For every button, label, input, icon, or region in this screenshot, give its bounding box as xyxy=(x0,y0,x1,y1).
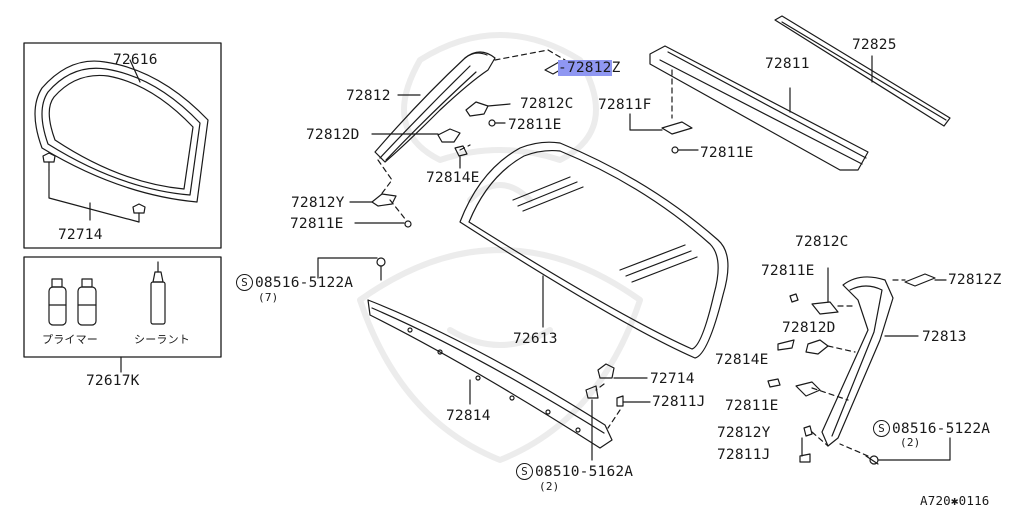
kit-box-sealant xyxy=(23,256,222,358)
kit-sealant-label: シーラント xyxy=(134,333,190,346)
bolt-symbol-icon: S xyxy=(516,463,533,480)
part-label-p72811F[interactable]: 72811F xyxy=(598,97,652,113)
part-label-p72812Y_a[interactable]: 72812Y xyxy=(291,195,345,211)
primer-bottles-icon xyxy=(48,278,97,326)
highlighted-part-label[interactable]: -72812Z xyxy=(558,60,621,76)
highlight-suffix: Z xyxy=(611,60,621,76)
part-label-p72813[interactable]: 72813 xyxy=(922,329,967,345)
pillar-moulding-72813 xyxy=(821,276,919,447)
diagram-reference-code: A720✱0116 xyxy=(920,493,990,508)
kit-box-windshield xyxy=(23,42,222,249)
part-label-p72812[interactable]: 72812 xyxy=(346,88,391,104)
dashed-guides-lower xyxy=(595,383,621,429)
part-label-p72812Z_r[interactable]: 72812Z xyxy=(948,272,1002,288)
part-label-p72812C_r[interactable]: 72812C xyxy=(795,234,849,250)
part-label-p72811E_d[interactable]: 72811E xyxy=(761,263,815,279)
clip-72714-small xyxy=(42,152,146,223)
bolt-code: 08510-5162A xyxy=(535,464,634,480)
small-glass-72616 xyxy=(34,59,209,203)
part-label-p72616[interactable]: 72616 xyxy=(113,52,158,68)
part-label-p72812D_r[interactable]: 72812D xyxy=(782,320,836,336)
part-label-p72814[interactable]: 72814 xyxy=(446,408,491,424)
part-label-p72812C_top[interactable]: 72812C xyxy=(520,96,574,112)
watermark-emblem xyxy=(357,32,643,463)
dashed-guides-right xyxy=(811,279,906,457)
bolt-symbol-icon: S xyxy=(873,420,890,437)
moulding-72812 xyxy=(374,51,496,163)
part-label-p72811E_a[interactable]: 72811E xyxy=(508,117,562,133)
part-label-p72714b[interactable]: 72714 xyxy=(650,371,695,387)
part-label-p72811E_e[interactable]: 72811E xyxy=(725,398,779,414)
bolt-clip-group-left xyxy=(317,257,651,461)
part-label-p72814E_r[interactable]: 72814E xyxy=(715,352,769,368)
lower-moulding-72814 xyxy=(367,299,613,449)
bolt-qty-3: (2) xyxy=(900,436,921,449)
part-label-p72613[interactable]: 72613 xyxy=(513,331,558,347)
header-moulding-72811 xyxy=(649,45,869,171)
bolt-qty-1: (7) xyxy=(258,291,279,304)
bolt-code: 08516-5122A xyxy=(892,421,991,437)
part-label-p72811E_b[interactable]: 72811E xyxy=(290,216,344,232)
kit-primer-label: プライマー xyxy=(42,333,98,346)
part-label-p72812Y_r[interactable]: 72812Y xyxy=(717,425,771,441)
part-label-p72811J_r[interactable]: 72811J xyxy=(717,447,771,463)
part-label-p72812D_a[interactable]: 72812D xyxy=(306,127,360,143)
part-label-p72814E_a[interactable]: 72814E xyxy=(426,170,480,186)
part-label-p72811E_c[interactable]: 72811E xyxy=(700,145,754,161)
bolt-qty-2: (2) xyxy=(539,480,560,493)
part-label-p72811[interactable]: 72811 xyxy=(765,56,810,72)
clip-group-upper-left xyxy=(349,101,511,228)
part-label-p72617K[interactable]: 72617K xyxy=(86,373,140,389)
part-label-p72811J_a[interactable]: 72811J xyxy=(652,394,706,410)
part-label-p72825[interactable]: 72825 xyxy=(852,37,897,53)
clip-72811F xyxy=(629,113,699,154)
part-label-p72714a[interactable]: 72714 xyxy=(58,227,103,243)
bolt-symbol-icon: S xyxy=(236,274,253,291)
clip-group-right xyxy=(767,267,951,465)
highlight-text: 72812 xyxy=(566,60,612,76)
rear-glass-72613 xyxy=(459,141,729,359)
sealant-tube-icon xyxy=(150,261,166,325)
bolt-code: 08516-5122A xyxy=(255,275,354,291)
strip-72825 xyxy=(774,15,951,127)
dashed-guides-upper-left xyxy=(377,49,566,221)
highlight-prefix: - xyxy=(558,60,567,76)
